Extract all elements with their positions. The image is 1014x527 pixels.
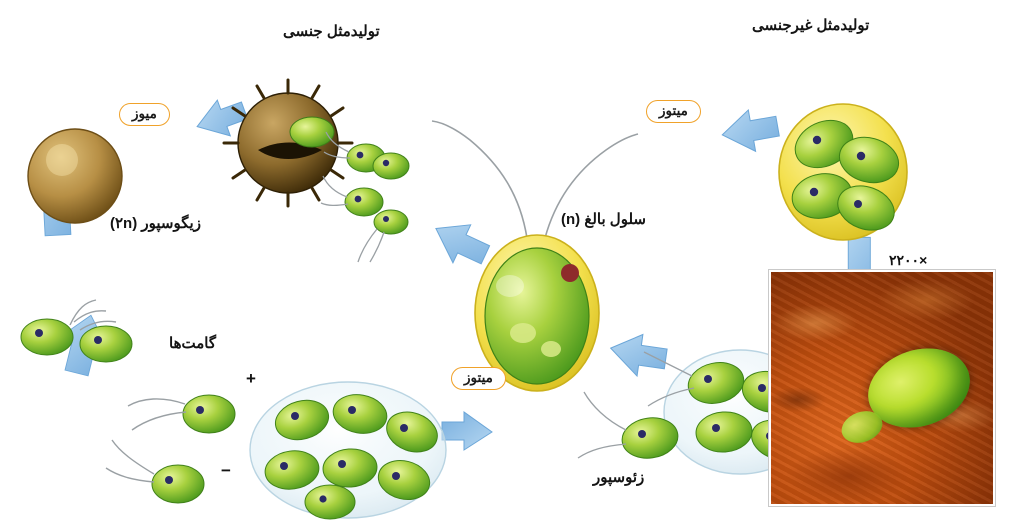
gamete-plus [127,394,236,434]
gamete-pair-upper [20,299,133,363]
arrow-mitosis-top [721,108,780,153]
label-magnification: ×۲۲۰۰ [889,252,928,268]
zygospore-smooth [27,128,123,224]
gamete-minus [105,439,205,504]
arrow-zoospore-to-adult [609,333,668,378]
label-zoospore: زئوسپور [593,469,645,486]
pill-meiosis: میوز [119,103,170,126]
meiospore-cells [320,131,410,263]
arrow-daughter-to-adult [435,224,491,265]
label-zygospore: زیگوسپور (۲n) [110,215,201,232]
zygospore-spiky [222,78,354,208]
pill-mitosis-top: میتوز [646,100,701,123]
label-plus-sign: + [246,369,256,388]
pill-mitosis-bottom: میتوز [451,367,506,390]
micrograph-photo [769,270,995,506]
asexual-daughter-cluster [778,103,908,241]
label-gametes: گامت‌ها [169,335,216,352]
adult-cell [474,234,600,392]
adult-flagella [431,120,639,239]
label-minus-sign: − [221,461,231,480]
daughter-colony-bottom [249,381,447,520]
label-adult-cell: سلول بالغ (n) [561,211,646,228]
title-asexual-reproduction: تولیدمثل غیرجنسی [752,17,870,34]
title-sexual-reproduction: تولیدمثل جنسی [283,23,380,40]
